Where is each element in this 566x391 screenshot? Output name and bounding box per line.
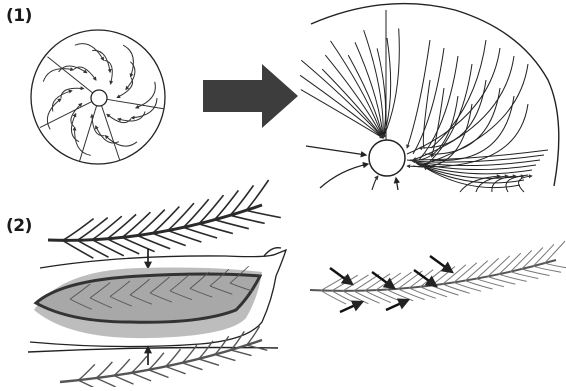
feather-barb: [376, 273, 401, 290]
quadrant-streamline: [423, 80, 430, 148]
alignment-arrows: [330, 256, 452, 312]
quadrant-streamline: [300, 75, 383, 138]
feather-barb: [92, 240, 124, 256]
feather-barb: [114, 376, 134, 385]
whorl-streamline: [107, 114, 131, 122]
feather-barb: [343, 275, 369, 291]
feather-barb: [420, 287, 447, 297]
feather-barb: [343, 291, 369, 304]
feather-barb: [387, 290, 413, 301]
whorl-streamline: [123, 45, 133, 77]
feather-barb: [321, 291, 346, 305]
whorl-streamline: [131, 98, 157, 118]
feather-barb: [122, 237, 155, 251]
transition-arrow: [203, 64, 298, 128]
whorl-streamline: [136, 82, 156, 108]
whorl-streamline: [105, 136, 137, 147]
feather-barb: [149, 370, 169, 378]
feather-barb: [92, 216, 122, 240]
feather-barb: [398, 289, 425, 300]
feather-barb: [522, 269, 550, 276]
panel-1: [31, 4, 559, 192]
upper-feather-strand: [48, 180, 281, 258]
aligned-feather: [310, 241, 566, 312]
feather-barb: [215, 220, 249, 229]
feather-barb: [183, 227, 217, 238]
feather-barb: [78, 380, 97, 387]
quadrant-streamline: [407, 40, 430, 148]
feather-barb: [246, 210, 281, 217]
alignment-arrow: [340, 302, 362, 312]
small-whorl-center: [91, 90, 107, 106]
enlarged-quadrant: [300, 4, 559, 192]
feather-barb: [107, 239, 139, 254]
inflow-arrow-bottom: [396, 178, 398, 190]
feather-barb: [63, 240, 94, 258]
whorl-streamline: [74, 67, 96, 80]
feather-barb: [376, 290, 402, 302]
feather-barb: [131, 373, 151, 381]
feather-barb: [77, 240, 108, 257]
whorl-streamline: [75, 44, 104, 61]
feather-barb: [354, 291, 380, 303]
whorl-divider: [102, 106, 120, 161]
panel-2: [28, 180, 566, 387]
inflow-arrow-lower-left: [320, 164, 368, 188]
feather-barb: [443, 284, 470, 293]
quadrant-streamline: [425, 88, 500, 154]
feather-barb: [365, 291, 391, 303]
whorl-divider: [47, 57, 92, 93]
feather-barb: [354, 274, 379, 290]
feather-barb: [63, 219, 94, 241]
feather-barb: [77, 218, 107, 241]
quadrant-streamline: [413, 48, 444, 154]
panel-label-1: (1): [6, 6, 32, 26]
quadrant-streamline: [301, 60, 383, 138]
feather-barb: [215, 355, 236, 361]
feather-barb: [332, 291, 357, 304]
quadrant-streamline: [425, 64, 472, 166]
whorl-streamline: [126, 62, 135, 90]
pressed-feather-blade: [34, 266, 262, 338]
inflow-arrow-left: [306, 146, 366, 155]
whorl-streamline: [43, 69, 73, 82]
feather-barb: [409, 288, 436, 298]
quadrant-center: [369, 140, 405, 176]
alignment-arrow: [430, 256, 452, 272]
whorl-streamline: [92, 115, 105, 136]
feather-barb: [533, 266, 561, 272]
feather-barb: [545, 263, 566, 269]
feather-barb: [199, 359, 219, 365]
feather-barb: [96, 378, 115, 387]
whorl-streamline: [47, 99, 61, 130]
quadrant-streamline: [431, 40, 486, 148]
feather-barb: [231, 350, 252, 356]
whorl-streamline: [117, 78, 133, 98]
whorl-divider: [80, 106, 97, 161]
quadrant-streamline: [519, 176, 532, 192]
quadrant-streamline: [431, 96, 514, 160]
alignment-arrow: [330, 268, 352, 284]
quadrant-streamline: [410, 150, 548, 160]
feather-barb: [182, 363, 202, 370]
inflow-arrow-bottom-left: [372, 176, 378, 190]
small-whorl: [31, 30, 165, 164]
feather-barb: [166, 367, 186, 374]
feather-barb: [432, 286, 459, 296]
feather-barb: [199, 224, 233, 234]
panel-label-2: (2): [6, 216, 32, 236]
feather-barb: [230, 215, 265, 223]
